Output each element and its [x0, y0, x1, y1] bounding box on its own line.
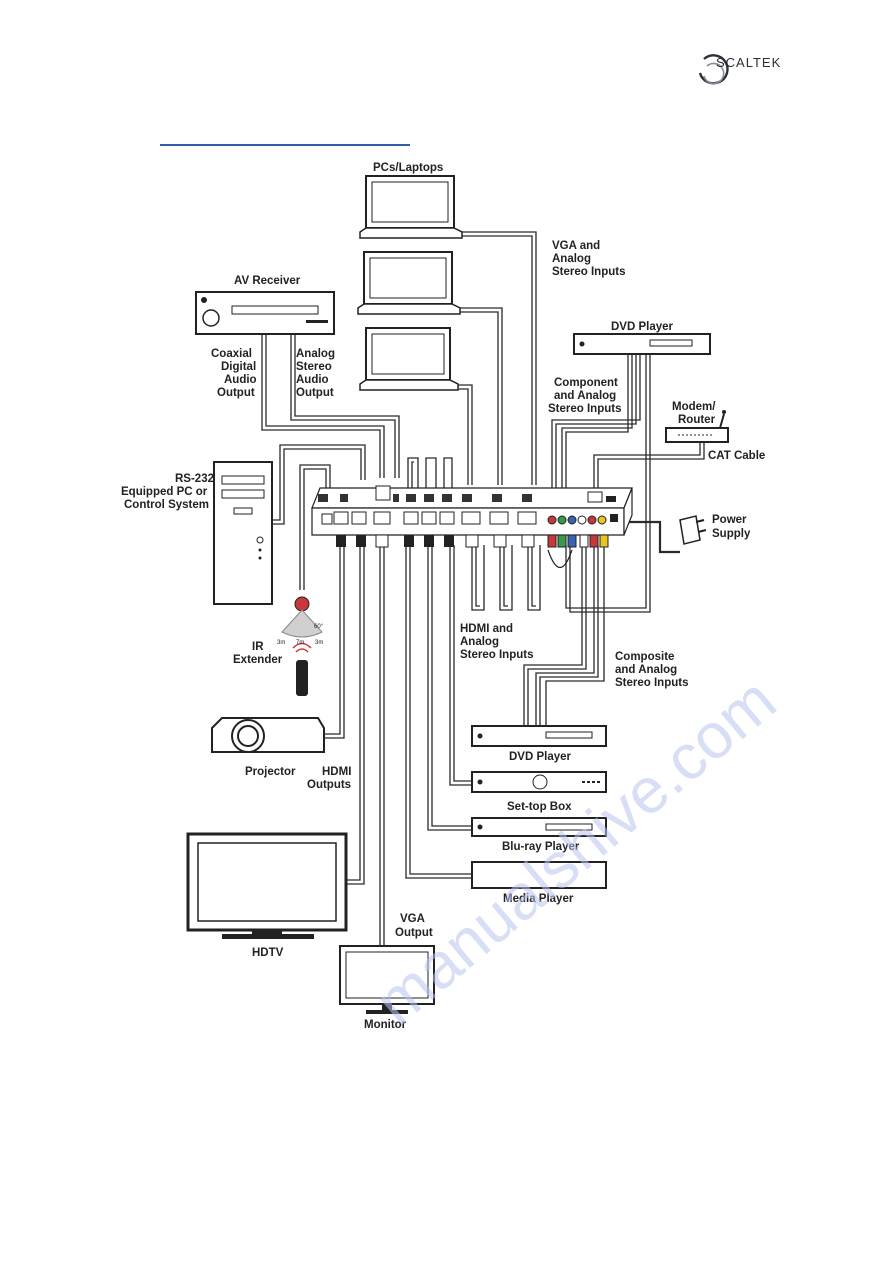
volume-knob-icon [202, 309, 220, 327]
label-power-2: Supply [712, 528, 751, 540]
hdtv [186, 832, 348, 939]
label-hdmi-in-2: Analog [460, 636, 499, 648]
laptop-3 [359, 327, 459, 391]
label-component-3: Stereo Inputs [548, 403, 621, 415]
label-vga-analog-3: Stereo Inputs [552, 266, 625, 278]
label-vga-analog: VGA and [552, 240, 600, 252]
label-hdmi-in-1: HDMI and [460, 623, 513, 635]
rca-green-port [557, 515, 567, 525]
label-hdtv: HDTV [252, 947, 284, 959]
label-component-2: and Analog [554, 390, 616, 402]
label-analog-out-4: Output [296, 387, 334, 399]
label-coaxial-4: Output [217, 387, 255, 399]
ir-extender [281, 596, 323, 696]
label-modem-1: Modem/ [672, 401, 716, 413]
label-dvd-player-top: DVD Player [611, 321, 674, 333]
label-power-1: Power [712, 514, 747, 526]
diagram-labels: PCs/Laptops VGA and Analog Stereo Inputs… [121, 162, 765, 1031]
label-rs232-2: Equipped PC or [121, 486, 208, 498]
modem-router [665, 410, 729, 443]
brand-name: SCALTEK [716, 55, 781, 70]
label-rs232-1: RS-232 [175, 473, 214, 485]
set-top-box [471, 771, 607, 793]
label-hdmi-in-3: Stereo Inputs [460, 649, 533, 661]
label-ir-2: Extender [233, 654, 283, 666]
label-vga-analog-2: Analog [552, 253, 591, 265]
rca-yellow-port [597, 515, 607, 525]
laptop-2 [357, 251, 461, 315]
label-composite-2: and Analog [615, 664, 677, 676]
label-ir-distance-1: 3m [277, 640, 285, 646]
matrix-switcher-unit [311, 485, 633, 569]
label-composite-3: Stereo Inputs [615, 677, 688, 689]
label-coaxial-3: Audio [224, 374, 257, 386]
dvd-player-top [573, 333, 711, 355]
label-ir-distance-2: 7m [296, 640, 304, 646]
label-av-receiver: AV Receiver [234, 275, 301, 287]
label-dvd-player-bottom: DVD Player [509, 751, 572, 763]
rca-blue-port [567, 515, 577, 525]
label-vga-out-1: VGA [400, 913, 425, 925]
rca-white-port [577, 515, 587, 525]
label-hdmi-out-2: Outputs [307, 779, 351, 791]
cables [261, 231, 705, 945]
label-set-top-box: Set-top Box [507, 801, 572, 813]
label-component-1: Component [554, 377, 618, 389]
av-receiver [195, 291, 335, 335]
label-analog-out-1: Analog [296, 348, 335, 360]
rca-red-port [547, 515, 557, 525]
label-media-player: Media Player [503, 893, 574, 905]
ir-sensor-icon [294, 596, 310, 612]
remote-control-icon [296, 660, 308, 696]
label-coaxial-1: Coaxial [211, 348, 252, 360]
power-supply [679, 515, 707, 545]
label-blu-ray-player: Blu-ray Player [502, 841, 580, 853]
label-modem-2: Router [678, 414, 716, 426]
label-ir-distance-3: 3m [315, 640, 323, 646]
label-ir-angle: 60° [314, 624, 324, 630]
label-composite-1: Composite [615, 651, 674, 663]
monitor [339, 945, 435, 1014]
label-cat-cable: CAT Cable [708, 450, 765, 462]
label-pcs-laptops: PCs/Laptops [373, 162, 443, 174]
dvd-player-bottom [471, 725, 607, 747]
media-player [471, 861, 607, 889]
label-rs232-3: Control System [124, 499, 209, 511]
label-ir-1: IR [252, 641, 264, 653]
label-monitor: Monitor [364, 1019, 407, 1031]
laptop-1 [359, 175, 463, 239]
label-analog-out-2: Stereo [296, 361, 332, 373]
pc-tower [213, 461, 273, 605]
label-vga-out-2: Output [395, 927, 433, 939]
label-projector: Projector [245, 766, 296, 778]
watermark: manualshive.com [361, 663, 789, 1038]
projector [211, 717, 325, 753]
blu-ray-player [471, 817, 607, 837]
label-hdmi-out-1: HDMI [322, 766, 351, 778]
label-analog-out-3: Audio [296, 374, 329, 386]
brand-logo: SCALTEK [698, 54, 781, 85]
label-coaxial-2: Digital [221, 361, 256, 373]
